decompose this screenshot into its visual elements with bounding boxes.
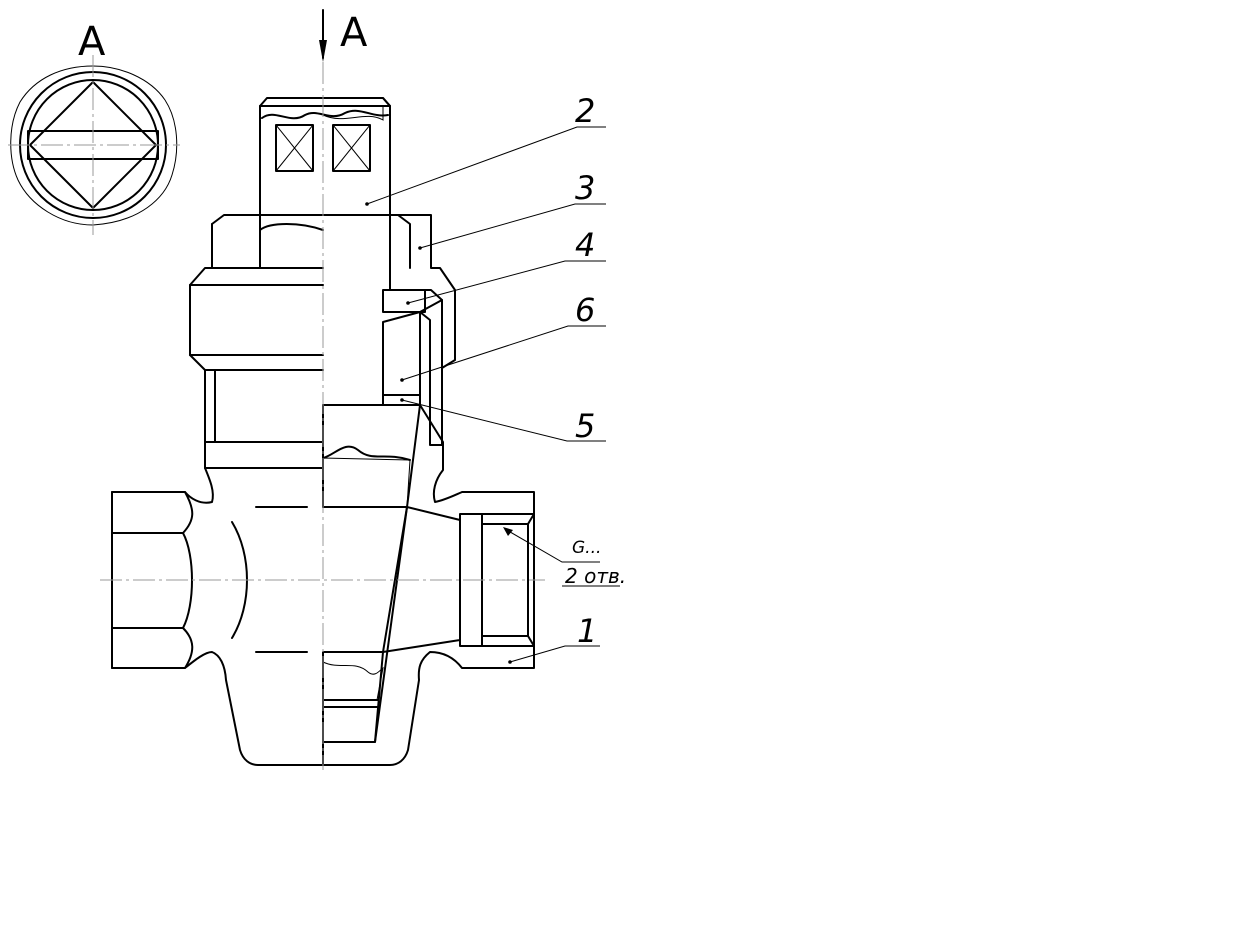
callout-part-1: 1 <box>577 612 597 650</box>
callout-part-5: 5 <box>575 407 595 445</box>
callout-part-3: 3 <box>575 169 595 207</box>
section-view-label: A <box>78 19 106 65</box>
thread-note-size: G... <box>572 538 601 558</box>
view-a-section <box>8 55 180 235</box>
section-cut-arrow <box>319 9 327 62</box>
cut-arrow-label: A <box>340 10 368 56</box>
callout-part-2: 2 <box>575 92 595 130</box>
body-section <box>261 97 535 766</box>
callout-part-4: 4 <box>575 226 595 264</box>
thread-note-count: 2 отв. <box>565 564 626 588</box>
leader-lines <box>365 126 620 664</box>
body-exterior <box>111 97 411 766</box>
callout-part-6: 6 <box>575 291 595 329</box>
main-assembly <box>100 62 545 770</box>
